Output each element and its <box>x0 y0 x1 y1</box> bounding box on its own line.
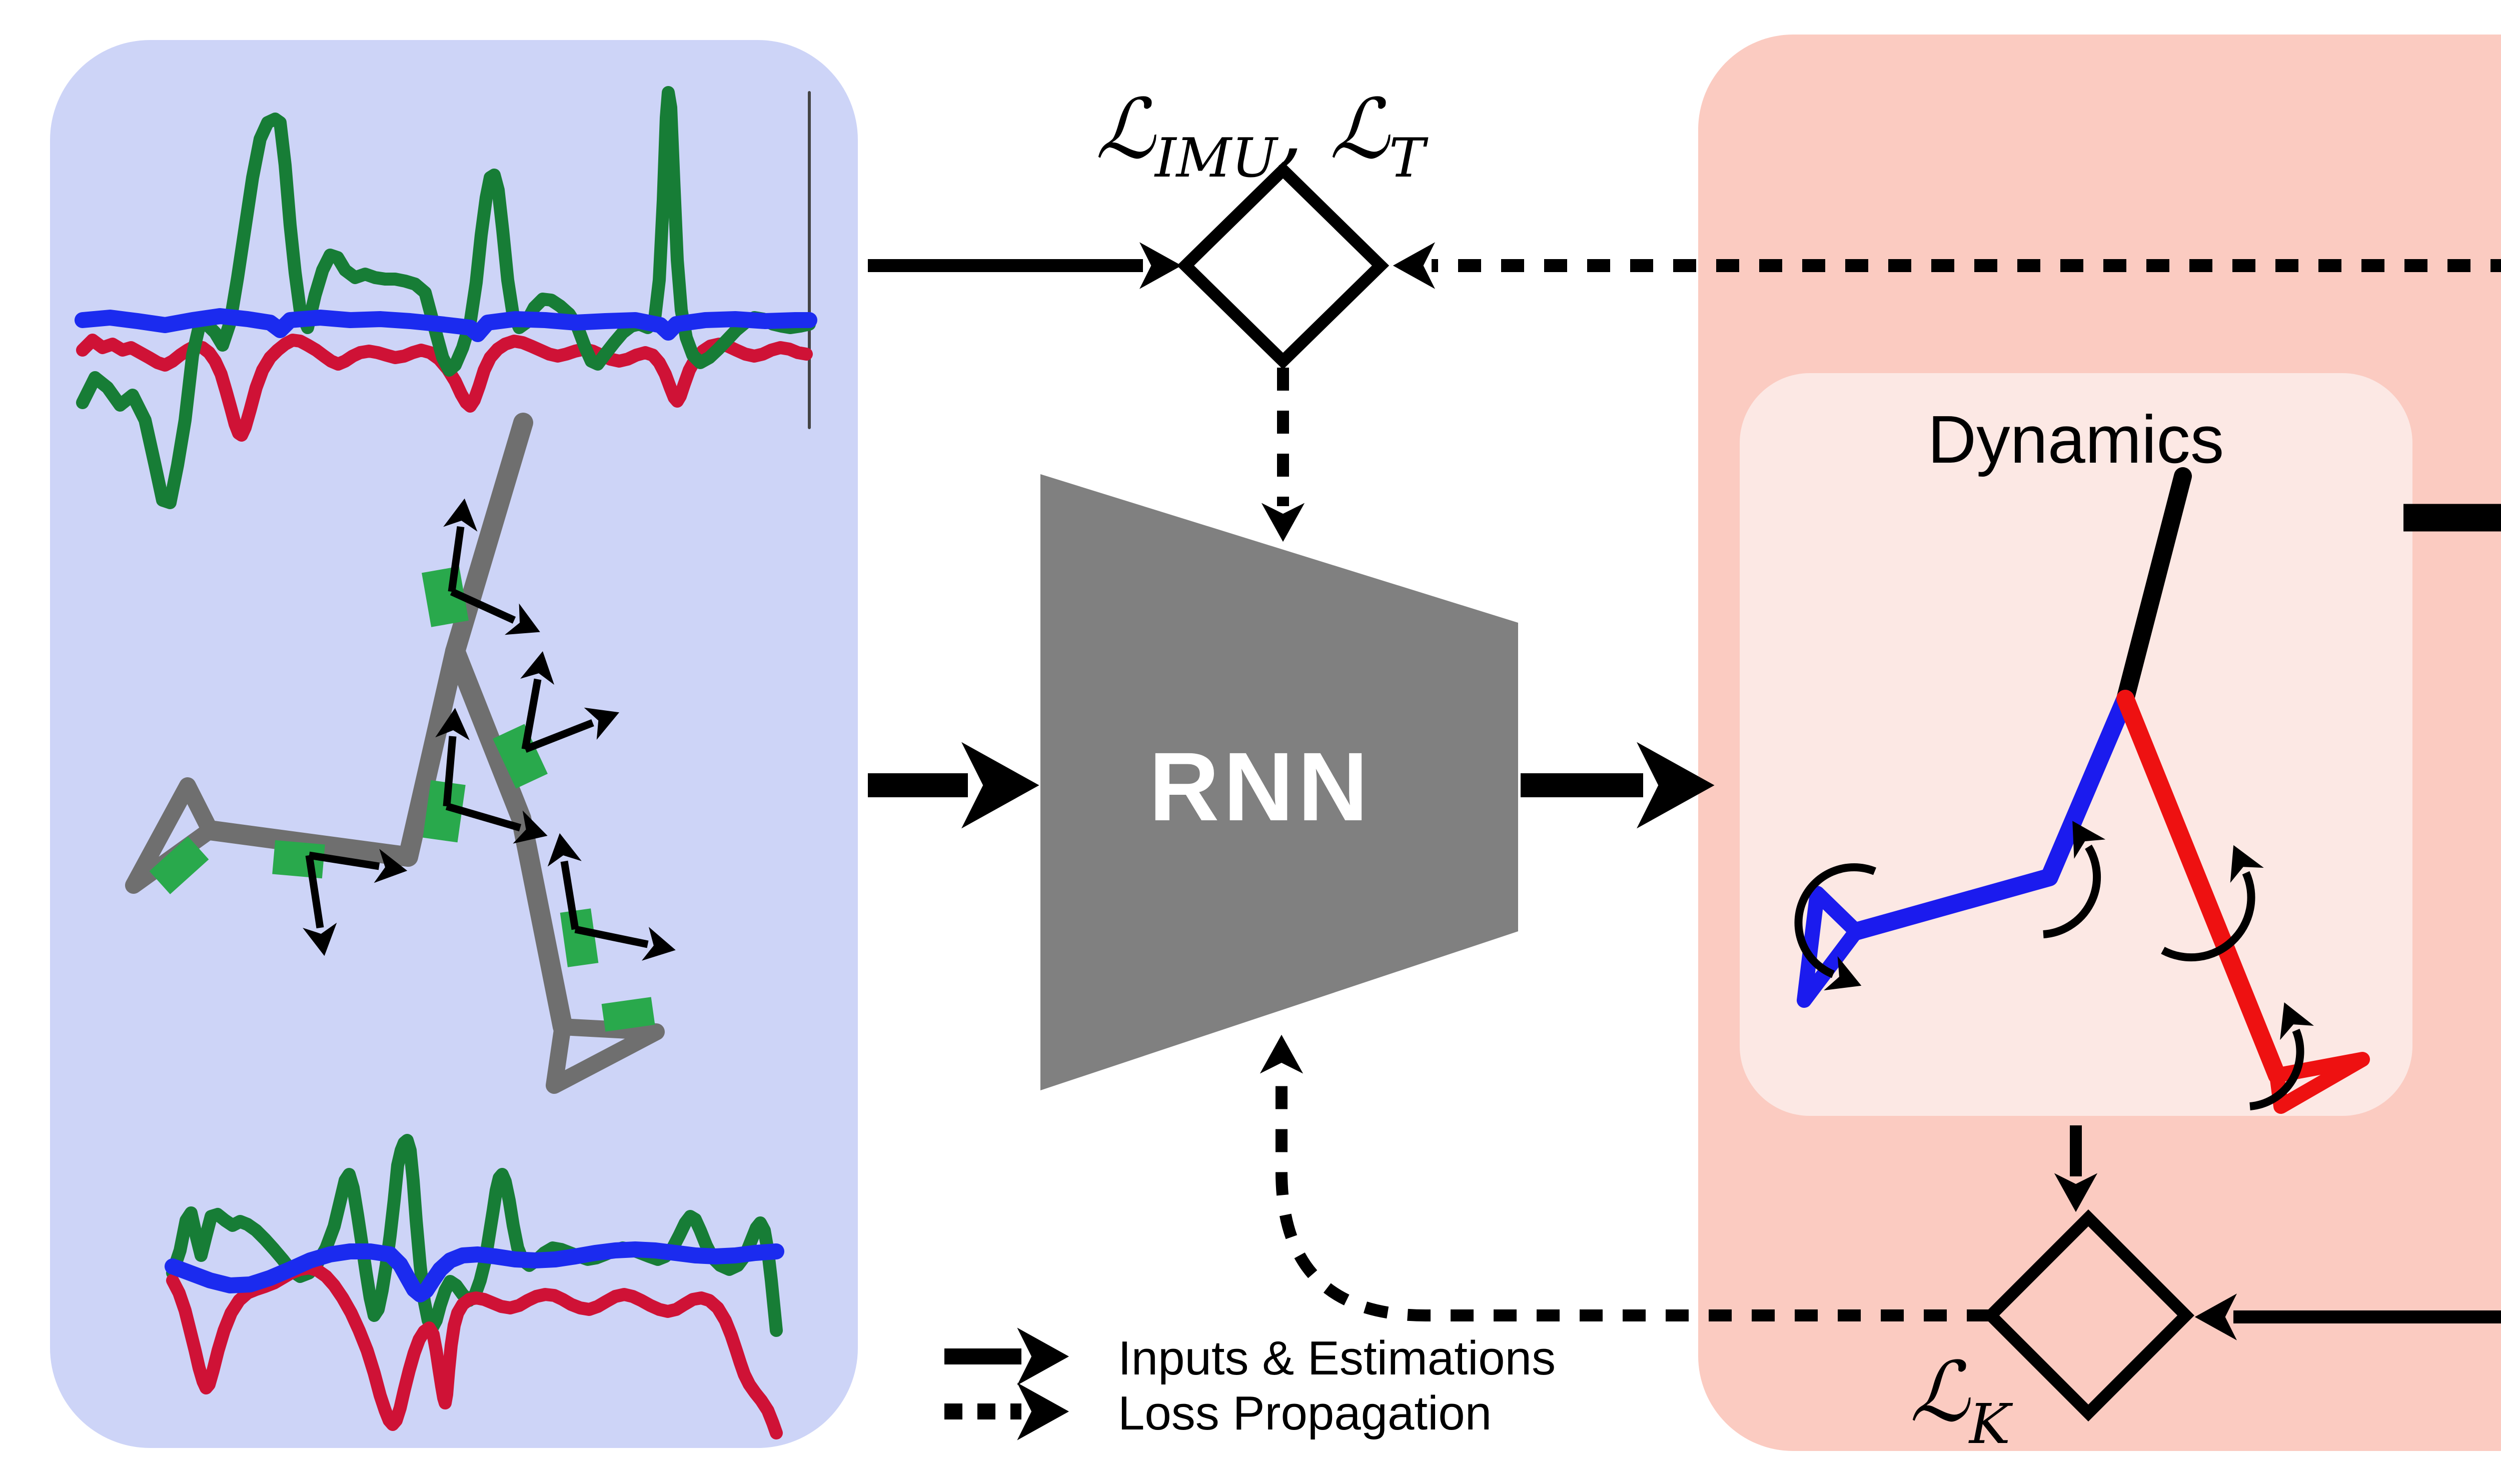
torque-arc <box>2043 821 2106 938</box>
frame-axis-arrow <box>308 849 408 883</box>
torque-arc <box>2249 1002 2314 1110</box>
rnn-trapezoid <box>1040 474 1518 1090</box>
imu-sensor <box>422 566 469 627</box>
imu-sensor <box>423 780 466 843</box>
frame-axis-arrow <box>450 588 540 635</box>
dynamics-blue-leg <box>1847 690 2134 940</box>
imu-signal-plot-top <box>75 86 817 509</box>
imu-sensor <box>560 908 599 967</box>
frame-axis-arrow <box>435 708 470 807</box>
loss-imu-node: ℒIMU, ℒT <box>868 81 2501 542</box>
joint-torque-arrows <box>1794 821 2314 1110</box>
legend-item-inputs: Inputs & Estimations <box>1118 1331 1556 1385</box>
imu-signal-plot-bottom <box>165 1134 784 1439</box>
torque-arc <box>1794 863 1876 991</box>
flow-arrows <box>868 504 2501 1340</box>
loss-k-label: ℒK <box>1910 1344 2013 1456</box>
frame-axis-arrow <box>303 854 337 956</box>
signal-blue-top <box>75 308 817 342</box>
loss-imu-label: ℒIMU, ℒT <box>1095 81 1429 190</box>
frame-axis-arrow <box>520 651 555 750</box>
dynamics-red-leg <box>2116 690 2286 1084</box>
loss-imu-diamond <box>1176 162 1390 370</box>
dynamics-figure: Dynamics <box>1794 402 2370 1114</box>
frame-axis-arrow <box>547 833 582 930</box>
legend: Inputs & Estimations Loss Propagation <box>944 1327 1556 1440</box>
torque-arc <box>2161 845 2264 962</box>
frame-axis-arrow <box>443 498 478 593</box>
legend-item-loss: Loss Propagation <box>1118 1386 1492 1440</box>
imu-sensor <box>493 724 548 789</box>
imu-sensor <box>601 997 655 1032</box>
loss-k-diamond <box>1982 1209 2194 1421</box>
rnn-block: RNN <box>1040 474 1518 1090</box>
frame-axis-arrow <box>524 707 619 753</box>
signal-blue-bottom <box>165 1241 784 1302</box>
loss-k-node: ℒK <box>1910 1209 2194 1456</box>
imu-sensors-green <box>149 566 655 1032</box>
rnn-label: RNN <box>1149 732 1372 841</box>
imu-sensor <box>149 836 209 894</box>
imu-orientation-frames <box>303 498 676 961</box>
input-skeleton-figure <box>125 413 676 1094</box>
frame-axis-arrow <box>445 802 548 844</box>
dynamics-title: Dynamics <box>1928 402 2224 477</box>
dynamics-box <box>1740 373 2412 1116</box>
frame-axis-arrow <box>574 925 676 961</box>
dynamics-torso <box>2116 467 2192 708</box>
